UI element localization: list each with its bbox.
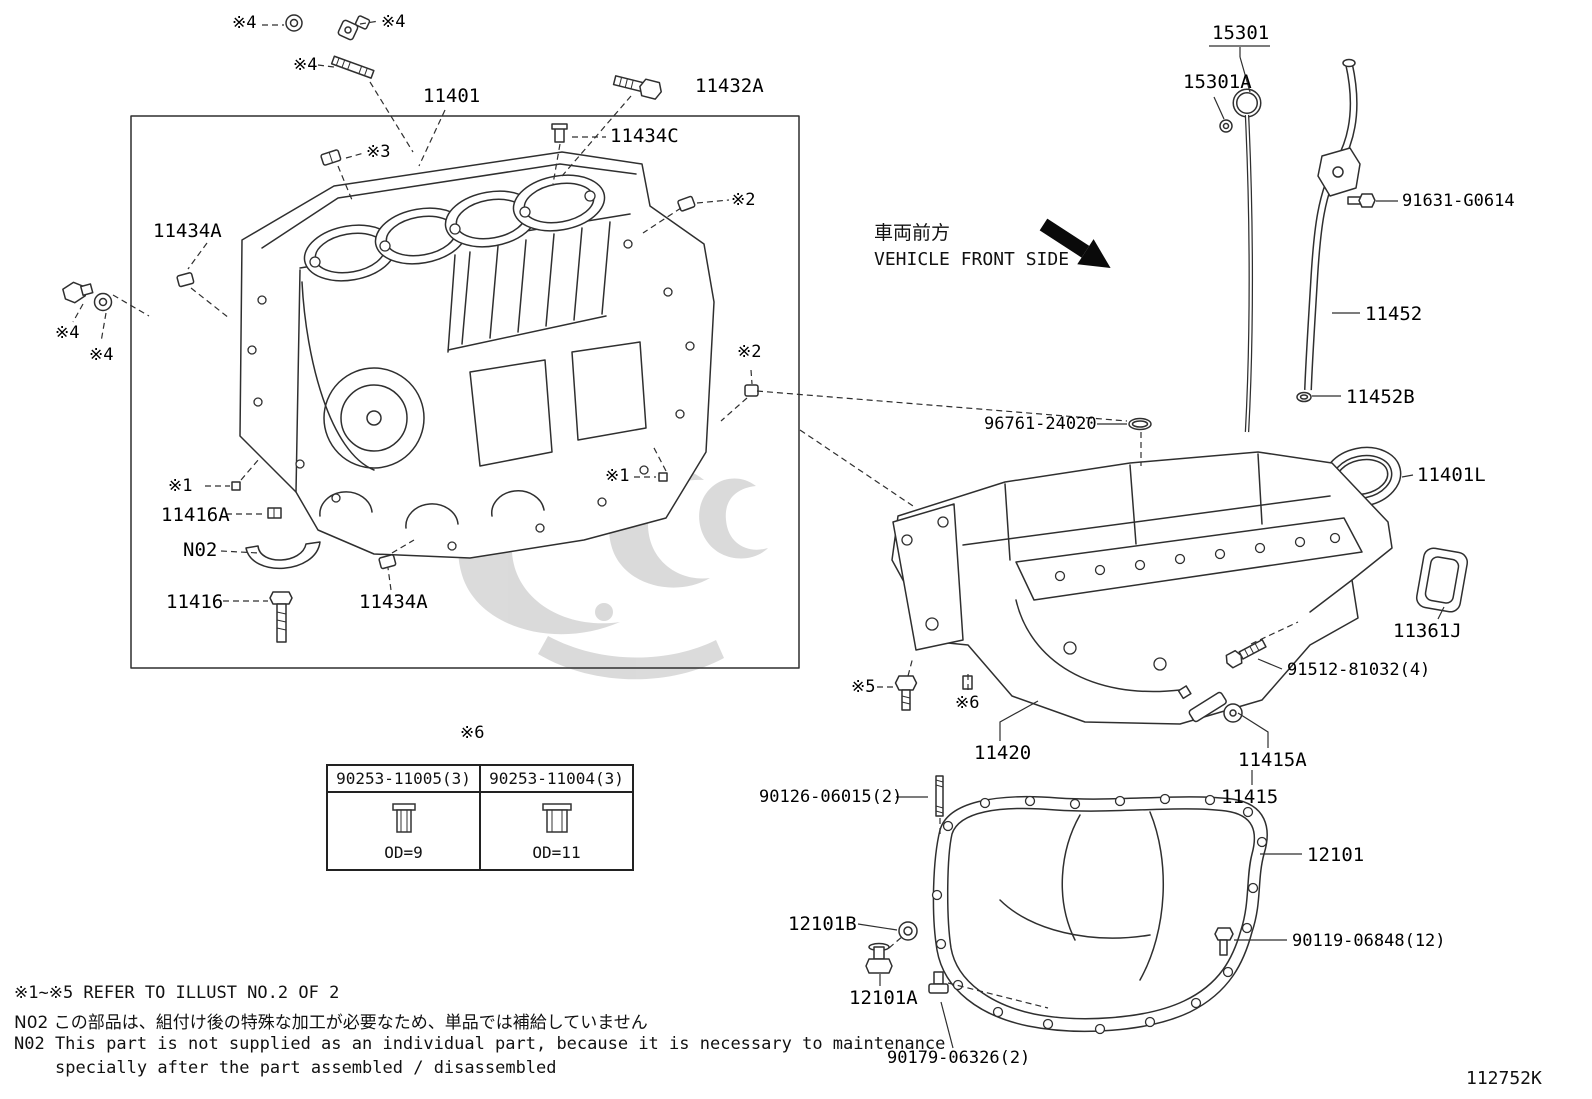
callout-12101A: 12101A	[849, 987, 918, 1009]
callout-11416A: 11416A	[161, 504, 230, 526]
callout-ref-4a: ※4	[232, 13, 257, 33]
callout-ref-1b: ※1	[605, 466, 630, 486]
bolt-icon-11432A	[612, 75, 662, 100]
plug-icon-s2b	[744, 384, 759, 397]
vehicle-front-arrow-icon	[1039, 218, 1111, 269]
callout-12101: 12101	[1307, 844, 1365, 866]
table-od-1: OD=9	[384, 842, 423, 862]
plug-icon-11434C	[554, 127, 565, 143]
engine-block-drawing	[239, 151, 715, 559]
callout-ref-6a: ※6	[955, 693, 980, 713]
oil-gauge-guide-tube-drawing	[1296, 58, 1376, 403]
callout-11452B: 11452B	[1346, 386, 1415, 408]
diagram-id: 112752K	[1466, 1068, 1542, 1089]
drain-plug-icon-12101A	[865, 942, 893, 974]
callout-90179-06326: 90179-06326(2)	[887, 1048, 1031, 1068]
plug-icon-s3	[320, 149, 342, 166]
callout-90126-06015: 90126-06015(2)	[759, 787, 903, 807]
oil-level-gauge-drawing	[1232, 88, 1262, 433]
table-cell-od9: OD=9	[326, 791, 481, 871]
callout-96761-24020: 96761-24020	[984, 414, 1097, 434]
bolt-icon-11416	[269, 591, 293, 605]
callout-ref-5: ※5	[851, 677, 876, 697]
callout-ref-3: ※3	[366, 142, 391, 162]
callout-ref-4c: ※4	[293, 55, 318, 75]
callout-11361J: 11361J	[1393, 620, 1462, 642]
callout-11401: 11401	[423, 85, 481, 107]
callout-91512-81032: 91512-81032(4)	[1287, 660, 1431, 680]
stud-bolt-icon	[330, 55, 375, 79]
bushing-icon-od11	[541, 802, 572, 833]
table-od-2: OD=11	[532, 842, 581, 862]
footnote-n02-en-1: N02 This part is not supplied as an indi…	[14, 1034, 946, 1054]
vehicle-front-en: VEHICLE FRONT SIDE	[874, 249, 1070, 270]
stud-icon-90126	[935, 775, 944, 817]
table-part-number-1: 90253-11005(3)	[326, 764, 481, 793]
pin-icon-s1a	[231, 481, 241, 491]
vehicle-front-indicator: 車両前方 VEHICLE FRONT SIDE	[874, 218, 1069, 270]
lower-oil-pan-drawing	[931, 793, 1268, 1035]
oil-nozzle-icon-11415A	[1177, 685, 1243, 723]
callout-11415: 11415	[1221, 786, 1279, 808]
callout-11434C: 11434C	[610, 125, 679, 147]
vehicle-front-jp: 車両前方	[874, 222, 951, 244]
callout-15301A: 15301A	[1183, 71, 1252, 93]
callout-11401L: 11401L	[1417, 464, 1486, 486]
cylinder-bores	[303, 174, 606, 282]
sensor-icon	[337, 15, 371, 41]
block-frame	[130, 115, 800, 669]
bushing-icon-od9	[391, 802, 416, 833]
callout-ref-4e: ※4	[89, 345, 114, 365]
bolt-icon-90119	[1214, 927, 1234, 956]
callout-91631-G0614: 91631-G0614	[1402, 191, 1515, 211]
callout-11415A: 11415A	[1238, 749, 1307, 771]
pin-icon-s1b	[658, 472, 668, 482]
callout-12101B: 12101B	[788, 913, 857, 935]
callout-11420: 11420	[974, 742, 1032, 764]
screw-plug-icon-s4	[62, 281, 94, 304]
callout-ref-1a: ※1	[168, 476, 193, 496]
callout-11416: 11416	[166, 591, 224, 613]
callout-11434A-2: 11434A	[359, 591, 428, 613]
callout-11434A-1: 11434A	[153, 220, 222, 242]
footnote-n02-jp: N02 この部品は、組付け後の特殊な加工が必要なため、単品では補給していません	[14, 1013, 648, 1033]
callout-ref-6-table: ※6	[460, 723, 485, 743]
footnote-refer: ※1~※5 REFER TO ILLUST NO.2 OF 2	[14, 983, 340, 1003]
plug-icon-90179	[928, 971, 949, 994]
plug-icon-11434A-left	[176, 272, 195, 288]
footnote-n02-en-2: specially after the part assembled / dis…	[55, 1058, 557, 1078]
callout-ref-2a: ※2	[731, 190, 756, 210]
callout-N02: N02	[183, 539, 218, 561]
leader-lines	[72, 20, 1445, 1049]
callout-90119-06848: 90119-06848(12)	[1292, 931, 1446, 951]
callout-11432A: 11432A	[695, 75, 764, 97]
bolt-icon-s5	[894, 675, 918, 691]
bushing-size-table: 90253-11005(3) 90253-11004(3) OD=9 OD=11	[326, 764, 634, 871]
callout-ref-4b: ※4	[381, 12, 406, 32]
callout-ref-4d: ※4	[55, 323, 80, 343]
upper-oil-pan-drawing	[891, 451, 1393, 725]
callout-ref-2b: ※2	[737, 342, 762, 362]
plug-icon-11434A-bottom	[378, 554, 397, 570]
table-cell-od11: OD=11	[479, 791, 634, 871]
seal-retainer-gasket-drawing	[1415, 547, 1469, 613]
bearing-cap-icon-N02	[245, 541, 321, 569]
bolt-icon-91512	[1225, 638, 1267, 669]
plug-icon-s2a	[677, 195, 696, 212]
callout-11452: 11452	[1365, 303, 1423, 325]
fastener-icons	[62, 14, 1267, 994]
table-part-number-2: 90253-11004(3)	[479, 764, 634, 793]
callout-15301: 15301	[1212, 22, 1270, 44]
